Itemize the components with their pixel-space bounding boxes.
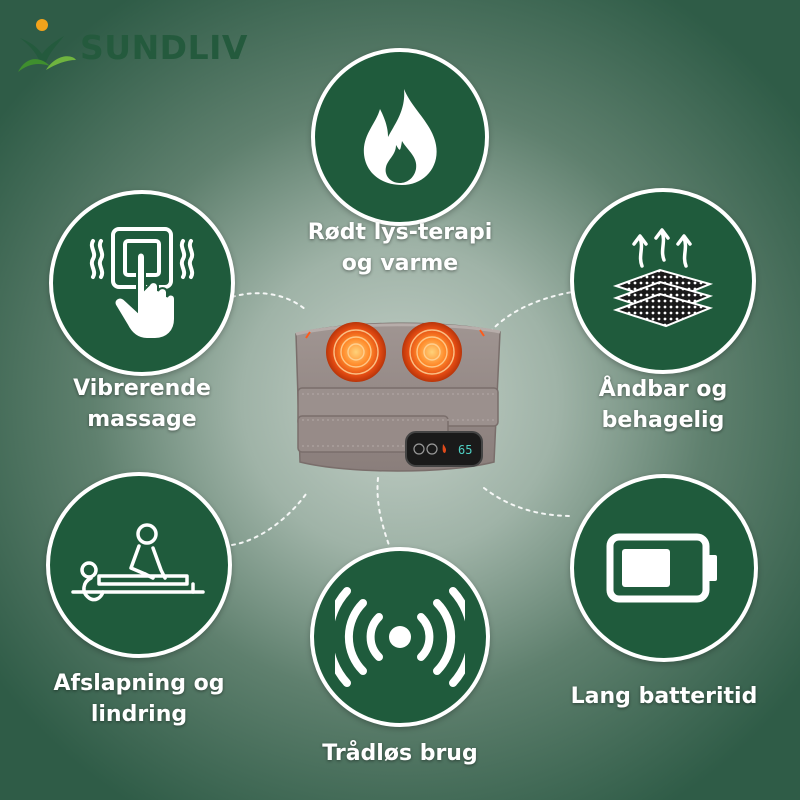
feature-label-line: behagelig: [601, 408, 725, 433]
feature-label-heat: Rødt lys-terapi og varme: [300, 217, 500, 279]
feature-circle-battery: [570, 474, 758, 662]
feature-label-line: massage: [87, 407, 197, 432]
feature-label-line: Afslapning og: [53, 671, 225, 696]
massage-person-icon: [71, 523, 205, 602]
brand-name: SUNDLIV: [80, 28, 248, 67]
wireless-signal-icon: [335, 587, 465, 687]
feature-label-line: lindring: [90, 702, 188, 727]
feature-circle-breathable: [570, 188, 756, 374]
heating-pad-left: [326, 322, 386, 382]
feature-label-line: og varme: [341, 251, 459, 276]
heated-massage-belt: 65: [295, 322, 501, 472]
feature-label-breathable: Åndbar og behagelig: [563, 374, 763, 436]
feature-label-relaxation: Afslapning og lindring: [29, 668, 249, 730]
sundliv-logo-icon: [18, 19, 76, 72]
feature-label-line: Vibrerende: [73, 376, 211, 401]
feature-label-line: Lang batteritid: [570, 684, 758, 709]
feature-label-line: Åndbar og: [598, 377, 728, 402]
feature-label-battery: Lang batteritid: [554, 681, 774, 712]
control-display-reading: 65: [458, 443, 472, 457]
heating-pad-right: [402, 322, 462, 382]
feature-label-wireless: Trådløs brug: [290, 738, 510, 769]
vibrating-button-hand-icon: [89, 227, 195, 340]
feature-circle-vibration: [49, 190, 235, 376]
flame-icon: [363, 89, 437, 185]
feature-circle-wireless: [310, 547, 490, 727]
breathable-layers-icon: [612, 228, 714, 328]
feature-label-line: Rødt lys-terapi: [307, 220, 493, 245]
battery-icon: [606, 533, 717, 603]
feature-label-vibration: Vibrerende massage: [42, 373, 242, 435]
feature-circle-heat: [311, 48, 489, 226]
feature-label-line: Trådløs brug: [322, 741, 478, 766]
brand-logo: SUNDLIV: [16, 16, 276, 76]
feature-circle-relaxation: [46, 472, 232, 658]
control-unit: 65: [405, 431, 483, 467]
